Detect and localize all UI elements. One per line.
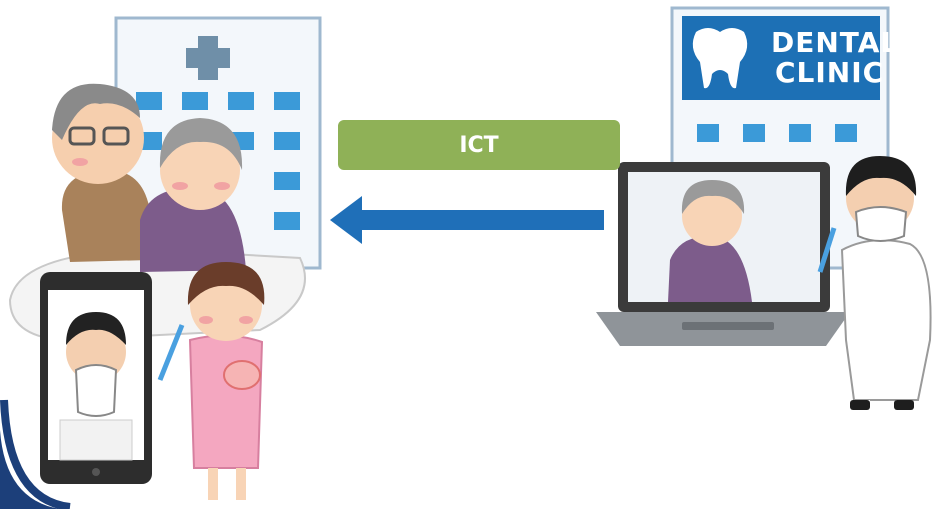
clinic-sign-line1: DENTAL <box>771 26 900 59</box>
dental-hygienist-icon <box>157 262 265 500</box>
frame-arc <box>0 430 60 509</box>
ict-label-text: ICT <box>459 132 499 158</box>
smartphone-video-call-icon <box>40 272 152 484</box>
transmission-arrow <box>330 196 604 244</box>
tooth-icon <box>692 28 748 89</box>
frame-arc-stroke <box>0 399 71 509</box>
laptop-video-call-icon <box>596 162 850 346</box>
dentist-icon <box>817 156 932 410</box>
clinic-sign-line2: CLINIC <box>775 56 885 89</box>
ict-label: ICT <box>338 120 620 170</box>
clinic-sign: DENTAL CLINIC <box>771 18 931 98</box>
elderly-couple-icon <box>52 83 246 272</box>
